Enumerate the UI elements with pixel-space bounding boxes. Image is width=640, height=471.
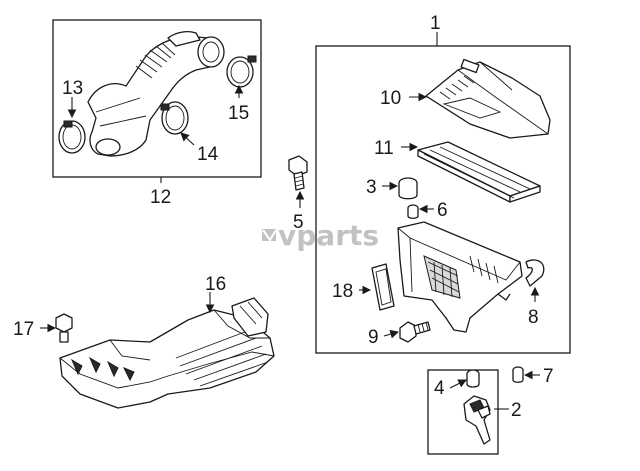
bolt-5 [288,155,308,191]
clip-8 [525,259,545,287]
air-duct-part [59,297,275,409]
callout-12: 12 [150,187,171,208]
callout-labels: 1 2 3 4 5 6 7 8 9 10 11 12 13 14 15 16 1… [13,13,554,421]
callout-10: 10 [380,88,401,109]
seal-18 [371,263,395,311]
filter-element-part [417,141,541,203]
air-cleaner-body-part [397,221,523,333]
bolt-9 [399,321,431,343]
group-box-12 [52,19,262,178]
callout-16: 16 [205,274,226,295]
callout-5: 5 [293,212,304,233]
grommet-3 [398,177,418,200]
group-box-2 [427,369,499,455]
intake-hose-part [87,31,225,157]
callout-15: 15 [228,103,249,124]
cap-7 [512,366,524,383]
grommet-4 [466,369,480,388]
callout-4: 4 [434,378,445,399]
callout-11: 11 [374,138,394,159]
sensor-2 [463,395,491,445]
callout-18: 18 [332,281,353,302]
callout-9: 9 [368,327,379,348]
hose-clamp-13 [58,120,86,154]
hose-clamp-15 [226,55,257,88]
leader-lines [40,32,540,410]
callout-13: 13 [62,78,83,99]
callout-6: 6 [437,200,448,221]
callout-14: 14 [197,144,219,165]
callout-8: 8 [528,307,539,328]
callout-7: 7 [543,366,554,387]
insulator-6 [407,204,419,219]
hose-clamp-14 [160,101,189,135]
air-cleaner-cover-part [425,58,551,139]
clip-17 [55,313,73,343]
callout-1: 1 [430,13,441,34]
group-box-1 [315,45,571,354]
callout-17: 17 [13,319,34,340]
callout-2: 2 [511,400,522,421]
watermark-text: vparts [278,219,379,252]
watermark-logo: vparts [262,219,379,252]
callout-3: 3 [366,177,377,198]
